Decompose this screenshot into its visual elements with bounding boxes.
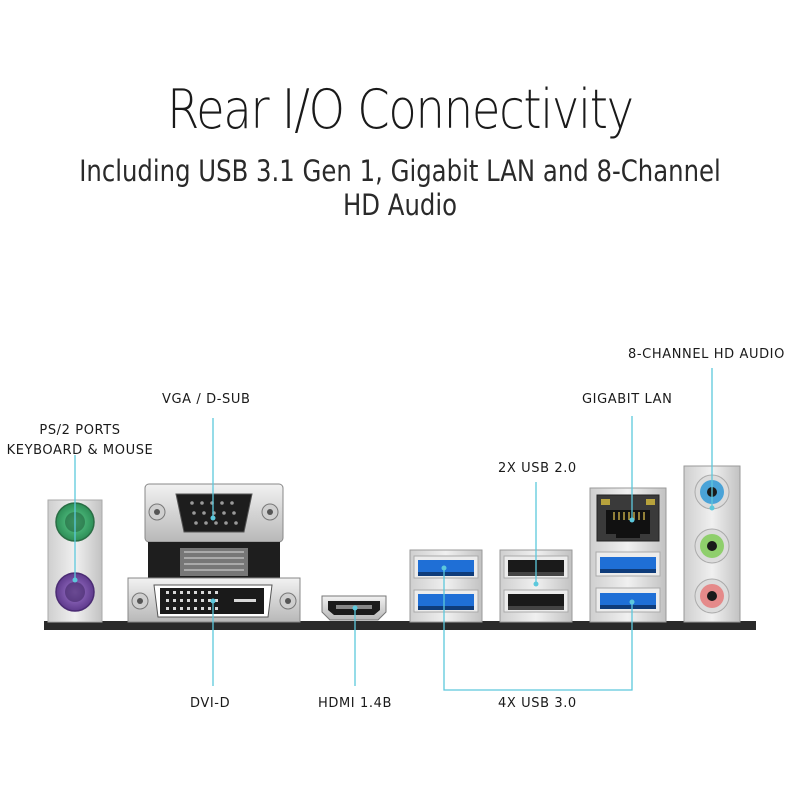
label-audio: 8-CHANNEL HD AUDIO xyxy=(628,347,785,362)
label-ps2-line1: PS/2 PORTS xyxy=(39,423,121,438)
label-dvi: DVI-D xyxy=(190,696,231,711)
vga-port xyxy=(144,483,284,578)
callout-dots xyxy=(72,505,715,611)
label-ps2-line2: KEYBOARD & MOUSE xyxy=(6,443,154,458)
label-lan: GIGABIT LAN xyxy=(582,392,673,407)
pcb-edge xyxy=(44,621,756,630)
page-subtitle: Including USB 3.1 Gen 1, Gigabit LAN and… xyxy=(79,154,721,222)
label-hdmi: HDMI 1.4B xyxy=(318,696,392,711)
label-ps2: PS/2 PORTS KEYBOARD & MOUSE xyxy=(0,421,160,461)
usb3-stack-left xyxy=(409,549,483,623)
label-vga: VGA / D-SUB xyxy=(162,392,251,407)
callout-usb3 xyxy=(443,568,633,691)
label-usb3: 4X USB 3.0 xyxy=(498,696,577,711)
lan-usb3-stack xyxy=(589,487,667,623)
callout-lines xyxy=(74,368,713,691)
label-usb2: 2X USB 2.0 xyxy=(498,461,577,476)
page-title: Rear I/O Connectivity xyxy=(167,78,634,141)
